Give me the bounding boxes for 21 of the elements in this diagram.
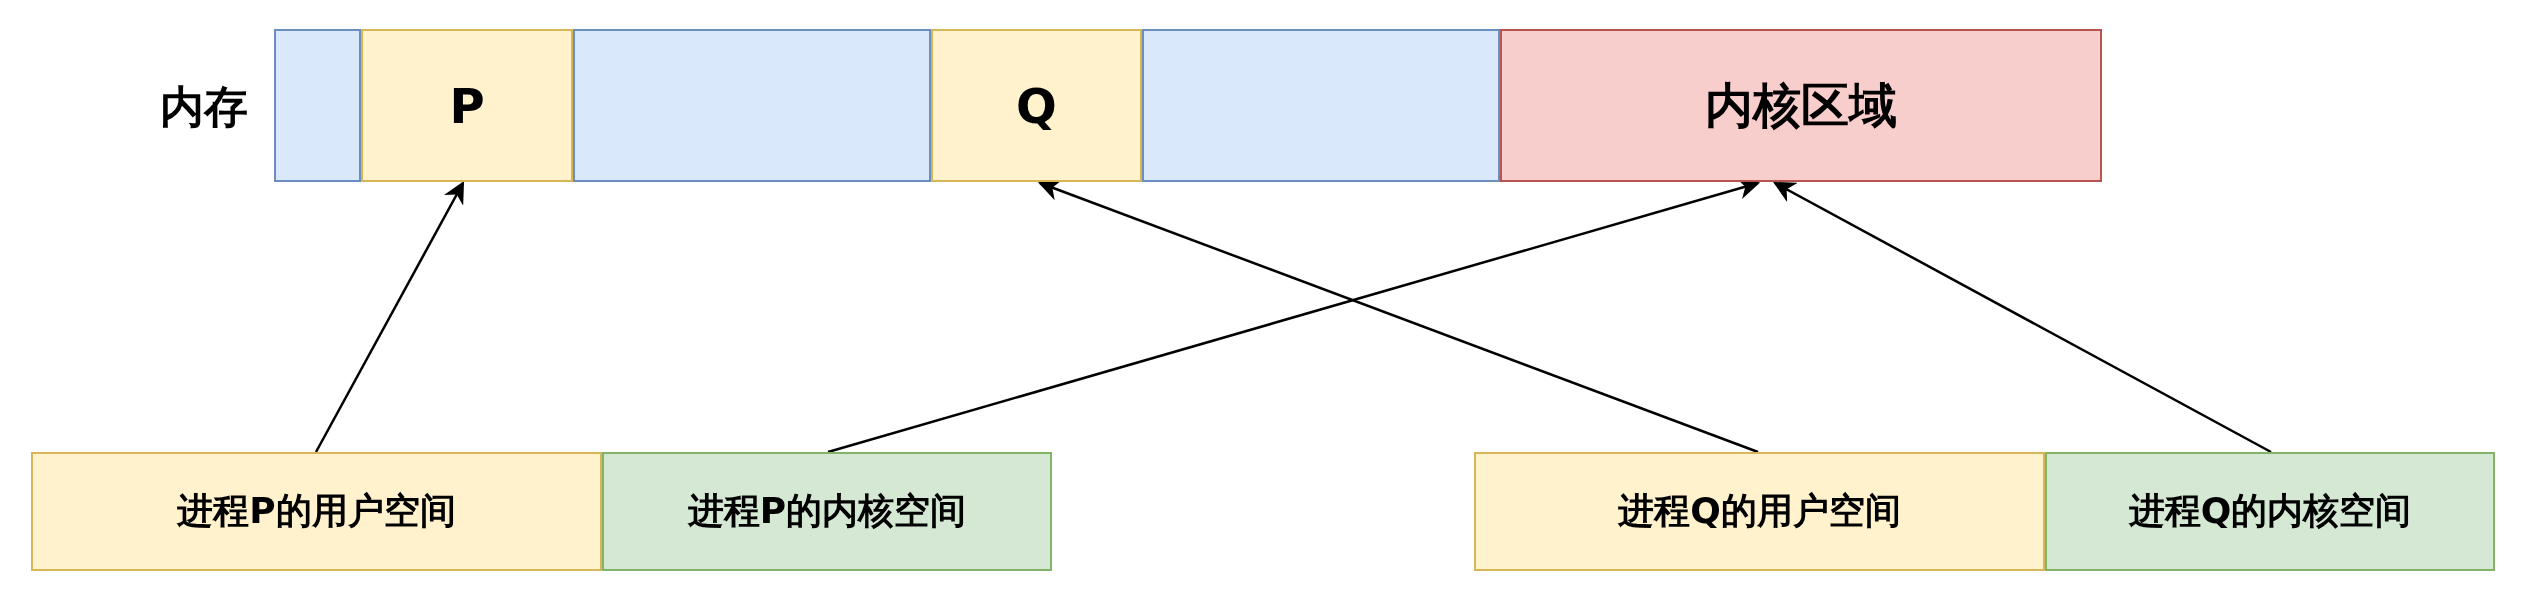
arrow <box>314 181 465 453</box>
memory-segment <box>1142 29 1500 182</box>
process-box <box>602 452 1052 571</box>
memory-segment <box>1500 29 2102 182</box>
box-label: 进程Q的用户空间 <box>1618 489 1901 533</box>
box-label: 进程Q的内核空间 <box>2128 489 2412 533</box>
arrow <box>1773 181 2272 454</box>
memory-segment <box>274 29 361 182</box>
box-label: 进程P的用户空间 <box>177 489 456 533</box>
box-label: Q <box>1016 77 1057 134</box>
box-label: 内核区域 <box>1705 75 1897 135</box>
arrow <box>1037 179 1759 454</box>
process-box <box>1474 452 2045 571</box>
memory-segment <box>931 29 1142 182</box>
memory-label: 内存 <box>160 80 248 134</box>
box-label: 进程P的内核空间 <box>687 489 967 533</box>
process-box <box>2045 452 2495 571</box>
memory-segment <box>361 29 573 182</box>
box-label: P <box>449 77 485 134</box>
memory-segment <box>573 29 931 182</box>
process-box <box>31 452 602 571</box>
